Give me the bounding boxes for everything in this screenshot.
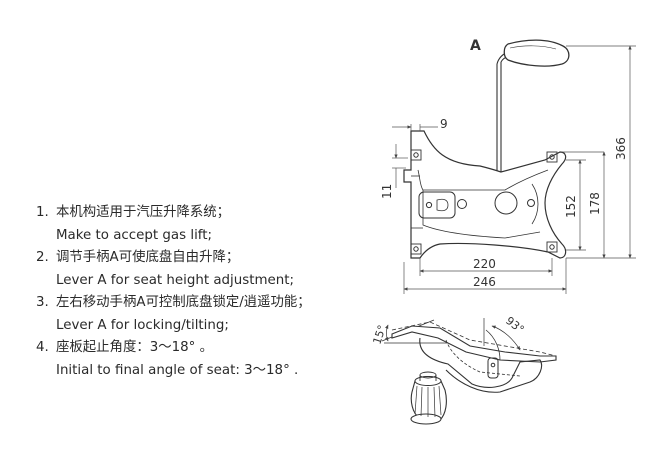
dim-11: 11 <box>380 184 394 199</box>
lever-a: A <box>470 38 570 172</box>
note-3: 3. 左右移动手柄A可控制底盘锁定/逍遥功能； Lever A for locki… <box>36 292 366 337</box>
base-plate <box>403 130 567 259</box>
seat-plate <box>391 325 557 363</box>
note-number: 4. <box>36 340 49 355</box>
dimensions: 9 11 366 178 152 220 246 <box>380 45 636 294</box>
gas-lift-cylinder <box>410 371 447 425</box>
note-en: Initial to final angle of seat: 3～18° . <box>56 362 299 378</box>
slot-plate <box>418 191 456 219</box>
notes-list: 1. 本机构适用于汽压升降系统； Make to accept gas lift;… <box>36 202 366 382</box>
angle-front-label: 15° <box>370 323 388 346</box>
hole-right <box>527 199 535 207</box>
note-zh: 座板起止角度：3～18° 。 <box>56 340 214 355</box>
lever-knob <box>503 39 570 67</box>
dim-152: 152 <box>564 195 578 218</box>
note-en: Make to accept gas lift; <box>56 227 213 243</box>
note-number: 1. <box>36 205 49 220</box>
top-view: A <box>403 38 570 259</box>
note-en: Lever A for locking/tilting; <box>56 317 229 333</box>
dim-178: 178 <box>588 192 602 215</box>
angle-back-label: 93° <box>503 314 526 336</box>
note-zh: 本机构适用于汽压升降系统； <box>56 205 231 220</box>
note-2: 2. 调节手柄A可使底盘自由升降； Lever A for seat height… <box>36 247 366 292</box>
hole-small <box>457 199 467 209</box>
dim-220: 220 <box>473 257 496 271</box>
note-zh: 左右移动手柄A可控制底盘锁定/逍遥功能； <box>56 295 311 310</box>
dim-9: 9 <box>440 117 448 131</box>
dim-246: 246 <box>473 275 496 289</box>
note-zh: 调节手柄A可使底盘自由升降； <box>56 250 240 265</box>
note-number: 2. <box>36 250 49 265</box>
lever-label: A <box>470 38 481 54</box>
side-view: 15° 93° <box>370 314 557 425</box>
note-number: 3. <box>36 295 49 310</box>
mechanism-body <box>419 337 543 393</box>
note-1: 1. 本机构适用于汽压升降系统； Make to accept gas lift; <box>36 202 366 247</box>
hole-large <box>494 191 518 215</box>
note-4: 4. 座板起止角度：3～18° 。 Initial to final angle … <box>36 337 366 382</box>
dim-366: 366 <box>614 137 628 160</box>
note-en: Lever A for seat height adjustment; <box>56 272 295 288</box>
